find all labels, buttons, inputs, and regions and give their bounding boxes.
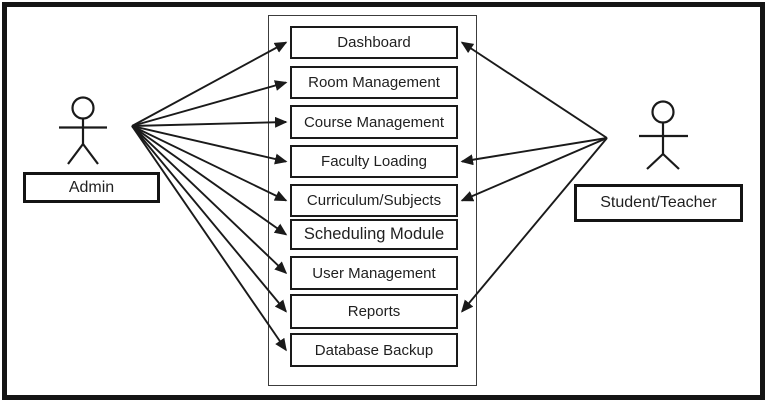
association-arrow-admin-room_management <box>131 80 288 127</box>
actor-label-student-teacher: Student/Teacher <box>574 184 743 222</box>
association-arrow-admin-course_management <box>131 116 288 128</box>
use-case-course-management: Course Management <box>290 105 458 139</box>
student-teacher-actor-figure <box>639 100 688 170</box>
association-arrow-student_teacher-dashboard <box>460 41 608 139</box>
association-arrow-student_teacher-faculty_loading <box>460 137 608 166</box>
use-case-room-management: Room Management <box>290 66 458 99</box>
association-arrow-admin-dashboard <box>131 41 288 127</box>
use-case-dashboard: Dashboard <box>290 26 458 59</box>
use-case-scheduling-module: Scheduling Module <box>290 219 458 250</box>
actor-label-admin: Admin <box>23 172 160 203</box>
association-arrow-admin-database_backup <box>131 125 287 352</box>
association-arrow-student_teacher-reports <box>461 137 608 313</box>
use-case-database-backup: Database Backup <box>290 333 458 367</box>
use-case-user-management: User Management <box>290 256 458 290</box>
use-case-faculty-loading: Faculty Loading <box>290 145 458 178</box>
admin-actor-figure <box>59 96 107 165</box>
association-arrow-admin-faculty_loading <box>131 125 288 165</box>
association-arrow-admin-reports <box>131 125 287 313</box>
use-case-curriculum-subjects: Curriculum/Subjects <box>290 184 458 217</box>
use-case-reports: Reports <box>290 294 458 329</box>
